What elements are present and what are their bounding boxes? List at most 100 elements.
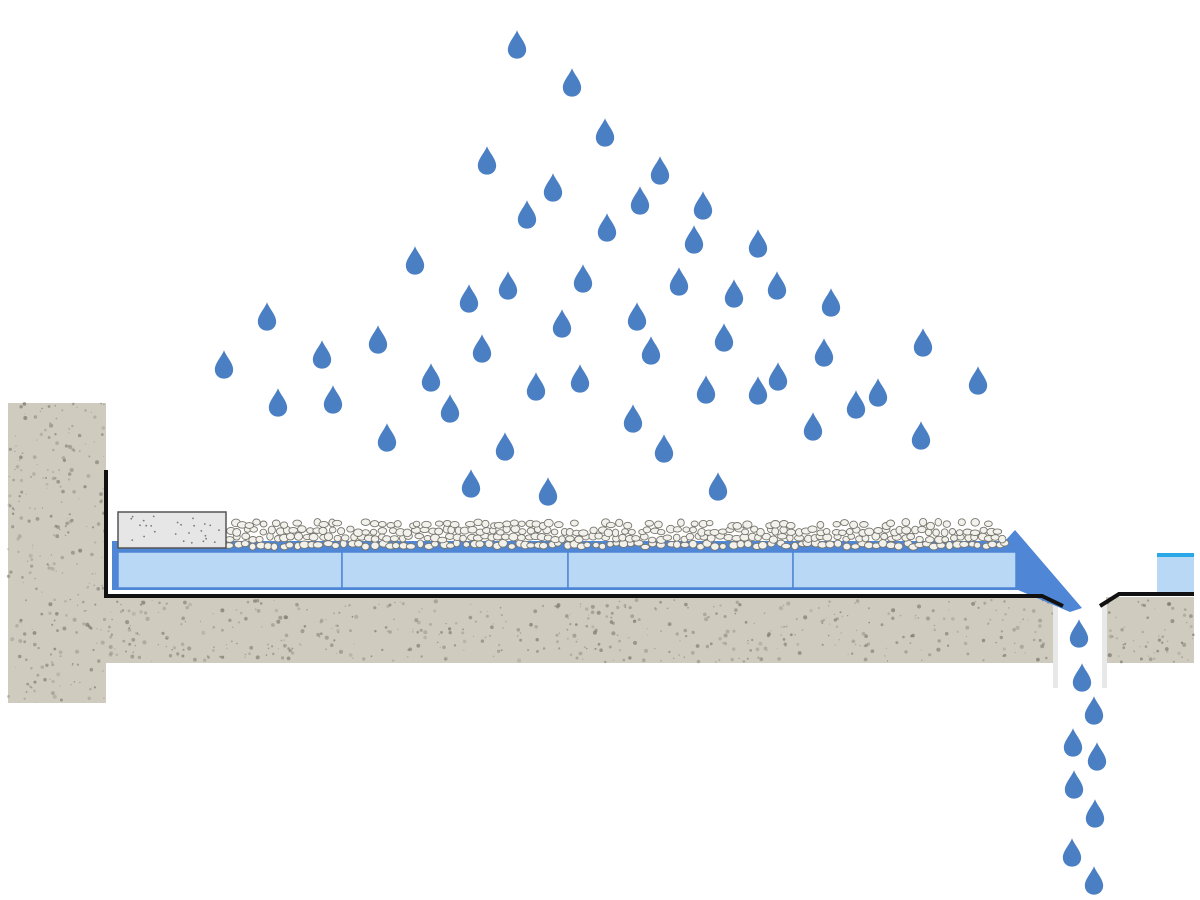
concrete-speck [555, 633, 559, 637]
concrete-speck [226, 647, 228, 650]
concrete-speck [22, 402, 27, 406]
concrete-speck [75, 649, 80, 654]
concrete-speck [1189, 614, 1193, 618]
concrete-speck [99, 492, 103, 496]
concrete-speck [161, 631, 165, 635]
gravel-stone [777, 533, 788, 540]
concrete-speck [789, 633, 793, 637]
concrete-speck [1147, 655, 1150, 657]
concrete-speck [618, 649, 622, 652]
raindrop-icon [654, 434, 674, 463]
concrete-speck [863, 657, 868, 662]
concrete-speck [23, 632, 27, 636]
adjacent-cell-body [1157, 556, 1194, 592]
concrete-speck [253, 599, 257, 603]
drain-wall-right [1102, 603, 1107, 688]
concrete-speck [558, 647, 561, 650]
gravel-stone [412, 520, 421, 528]
concrete-speck [1183, 608, 1187, 611]
concrete-speck [58, 650, 63, 654]
gravel-stone [873, 527, 884, 534]
concrete-speck [165, 637, 168, 640]
paver-speck [174, 533, 177, 535]
gravel-stone [969, 529, 981, 536]
concrete-speck [92, 648, 95, 652]
concrete-speck [575, 640, 578, 643]
concrete-speck [55, 441, 59, 445]
concrete-speck [1038, 638, 1042, 642]
concrete-speck [180, 642, 185, 646]
concrete-speck [1031, 609, 1036, 613]
concrete-speck [71, 663, 74, 665]
concrete-speck [675, 632, 679, 636]
concrete-speck [654, 607, 658, 611]
concrete-speck [880, 623, 884, 627]
gravel-stone [462, 541, 471, 548]
paver-speck [153, 530, 156, 533]
gravel-stone [901, 526, 912, 535]
concrete-speck [220, 608, 225, 613]
concrete-speck [276, 619, 281, 624]
concrete-speck [56, 629, 59, 632]
gravel-stone [318, 520, 329, 528]
concrete-speck [1142, 603, 1146, 608]
gravel-stone [570, 519, 579, 527]
raindrop-icon [748, 376, 768, 405]
concrete-speck [684, 602, 688, 607]
gravel-stone [917, 525, 927, 534]
concrete-speck [1164, 647, 1169, 651]
gravel-stone [741, 528, 750, 536]
concrete-speck [30, 686, 33, 689]
concrete-speck [971, 602, 975, 606]
concrete-speck [60, 555, 64, 560]
concrete-speck [109, 635, 113, 639]
concrete-speck [45, 482, 49, 486]
concrete-speck [755, 647, 760, 652]
drainage-cell [117, 551, 343, 589]
gravel-ballast [223, 517, 1010, 551]
concrete-speck [19, 516, 24, 520]
paver-speck [218, 529, 220, 531]
raindrop-icon [708, 472, 728, 501]
concrete-speck [87, 696, 91, 700]
concrete-speck [783, 642, 787, 646]
gravel-stone [998, 534, 1007, 544]
concrete-speck [72, 449, 76, 452]
concrete-speck [386, 604, 390, 608]
concrete-speck [32, 472, 36, 476]
raindrop-icon [768, 362, 788, 391]
concrete-speck [632, 619, 637, 623]
concrete-speck [324, 635, 329, 640]
concrete-speck [822, 618, 826, 622]
gravel-stone [370, 535, 380, 543]
concrete-speck [8, 494, 12, 498]
concrete-speck [616, 605, 620, 610]
gravel-stone [690, 520, 699, 528]
concrete-speck [498, 643, 501, 647]
concrete-speck [30, 666, 33, 670]
concrete-speck [51, 476, 56, 481]
gravel-stone [248, 542, 257, 551]
concrete-speck [127, 609, 131, 613]
concrete-speck [597, 642, 601, 646]
concrete-speck [348, 604, 351, 607]
concrete-speck [757, 656, 760, 659]
concrete-speck [60, 501, 63, 503]
concrete-speck [1045, 656, 1048, 660]
concrete-speck [255, 598, 260, 603]
raindrop-icon [968, 366, 988, 395]
raindrop-icon [641, 336, 661, 365]
concrete-speck [84, 409, 87, 412]
concrete-speck [393, 618, 395, 621]
raindrop-icon [803, 412, 823, 441]
concrete-speck [34, 507, 37, 510]
gravel-stone [592, 541, 600, 549]
concrete-speck [1133, 650, 1136, 653]
concrete-speck [1122, 643, 1125, 646]
gravel-stone [893, 542, 904, 551]
concrete-speck [78, 548, 83, 553]
concrete-speck [468, 615, 473, 620]
rain-falling [214, 30, 988, 506]
gravel-stone [832, 521, 841, 528]
concrete-speck [15, 666, 17, 668]
